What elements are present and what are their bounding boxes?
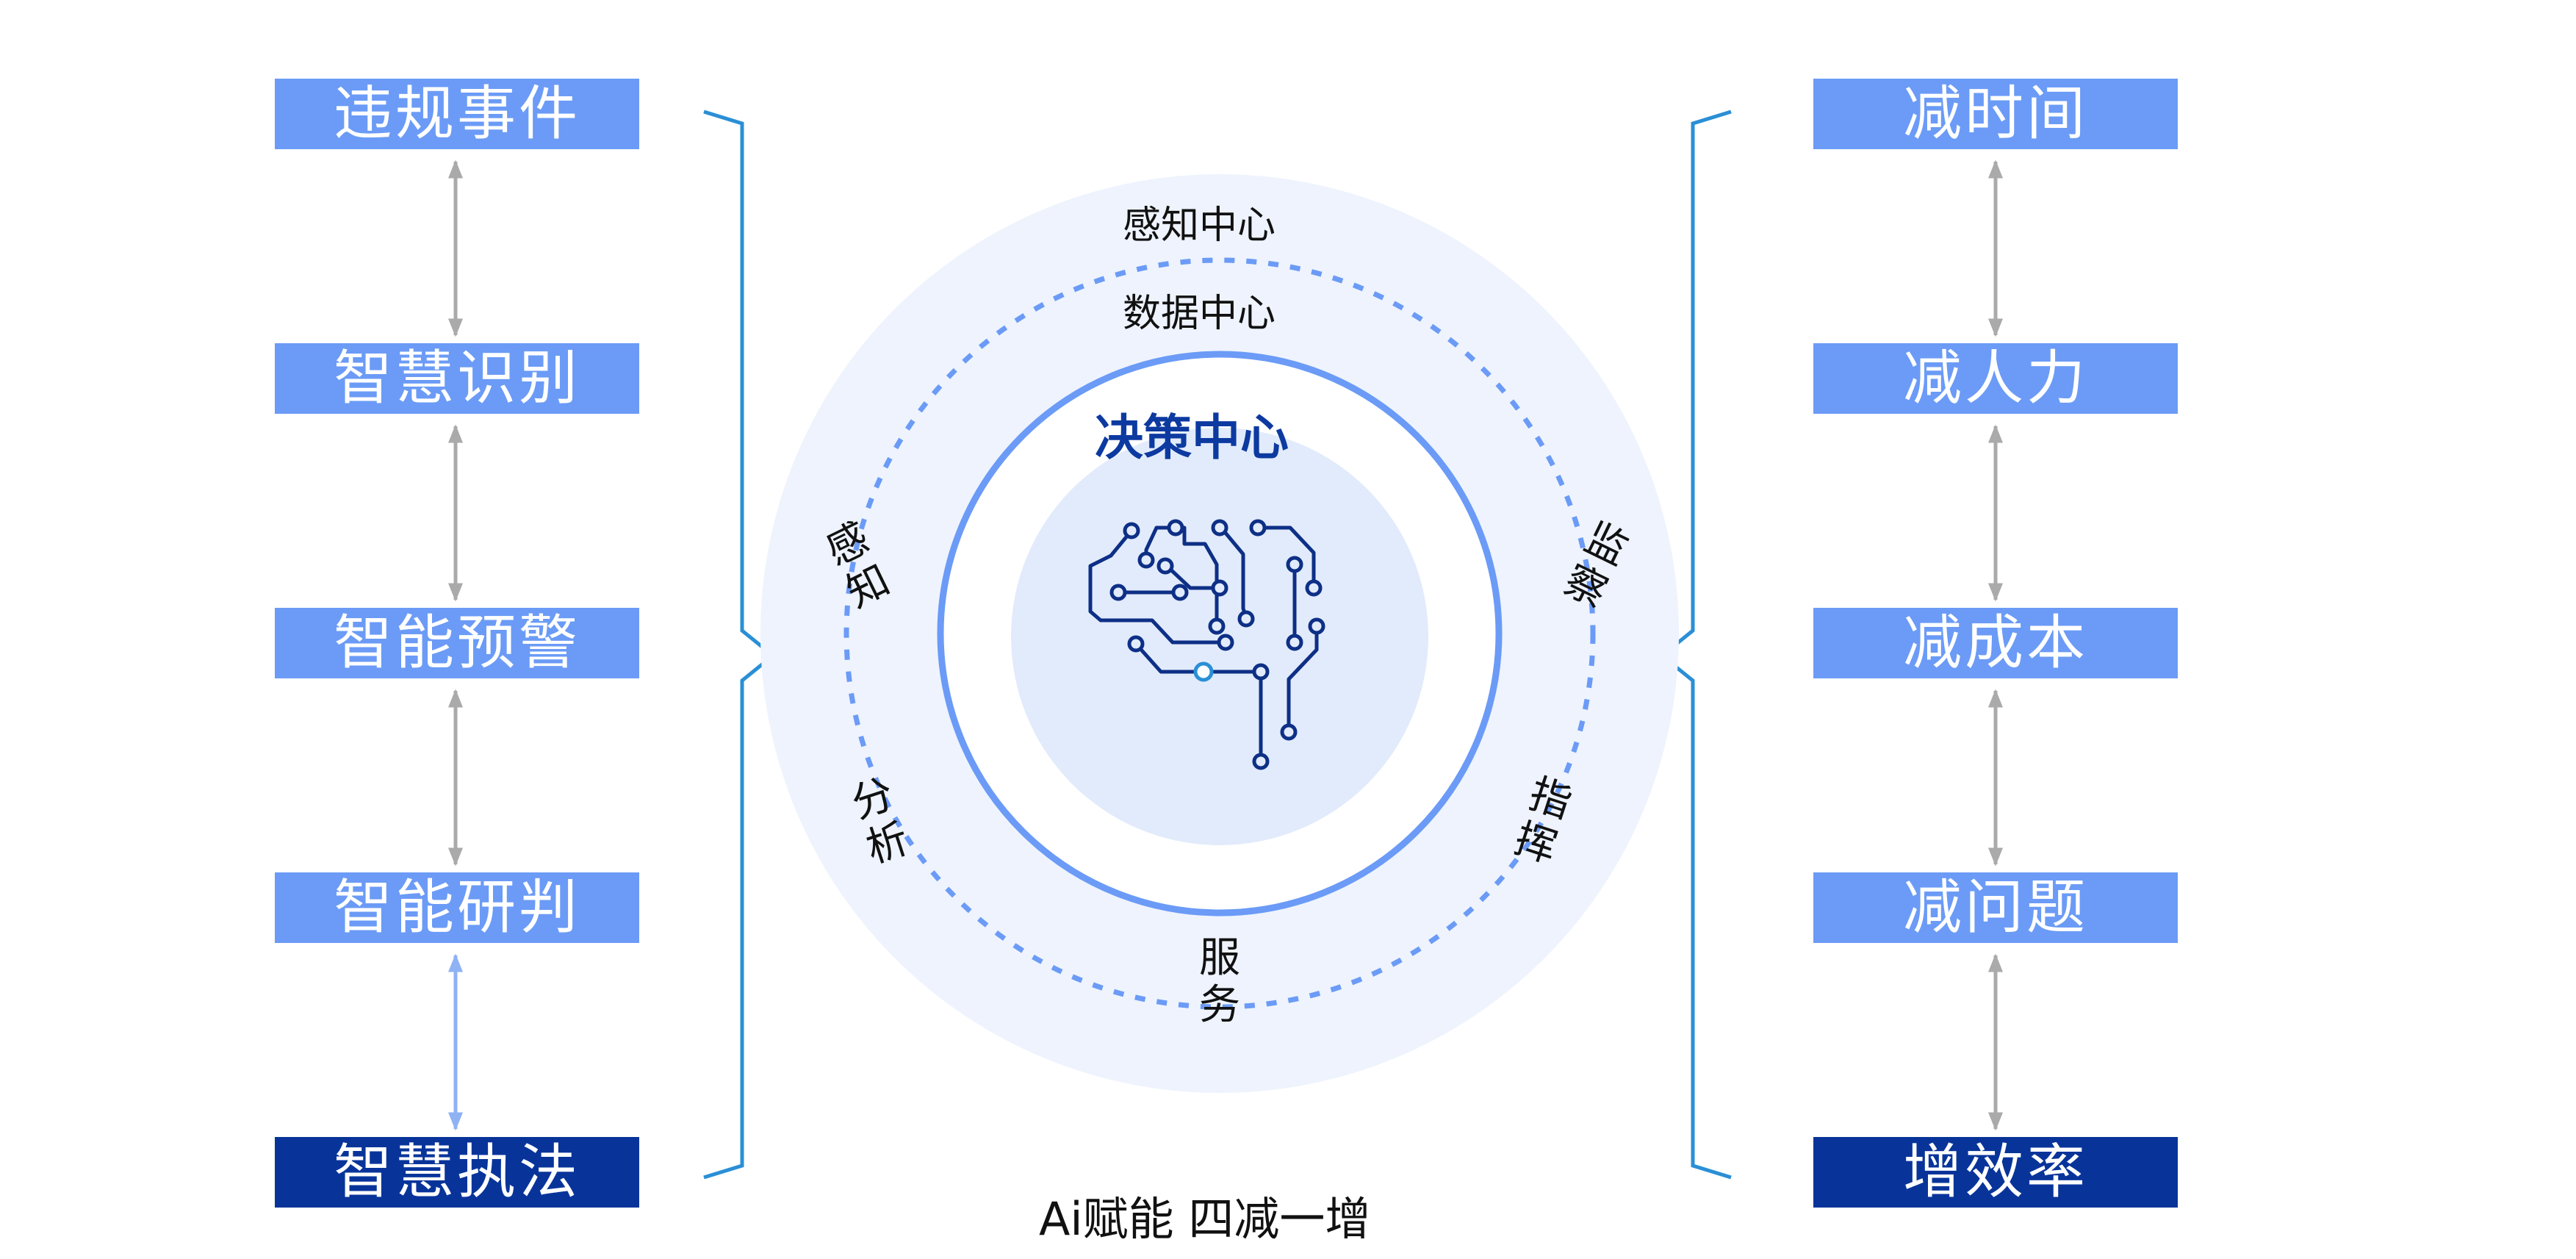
right-box-increase-efficiency: 增效率 [1813, 1137, 2178, 1208]
right-box-reduce-problems: 减问题 [1813, 872, 2178, 943]
left-box-smart-warning: 智能预警 [275, 608, 639, 678]
label-data-center: 数据中心 [1123, 292, 1276, 336]
diagram-caption: Ai赋能 四减一增 [1039, 1192, 1371, 1246]
ring-label-service: 服务 [1199, 934, 1240, 1029]
right-box-reduce-time: 减时间 [1813, 79, 2178, 149]
label-decision-center: 决策中心 [1095, 409, 1289, 466]
left-box-smart-recognition: 智慧识别 [275, 343, 639, 414]
right-box-reduce-manpower: 减人力 [1813, 343, 2178, 414]
left-box-smart-enforcement: 智慧执法 [275, 1137, 639, 1208]
decision-ring [937, 351, 1503, 917]
right-box-reduce-cost: 减成本 [1813, 608, 2178, 678]
left-box-violation-events: 违规事件 [275, 79, 639, 149]
brain-circuit-icon [1088, 519, 1325, 770]
left-box-smart-analysis: 智能研判 [275, 872, 639, 943]
label-perception-center: 感知中心 [1123, 204, 1276, 248]
dashed-ring [843, 257, 1596, 1010]
